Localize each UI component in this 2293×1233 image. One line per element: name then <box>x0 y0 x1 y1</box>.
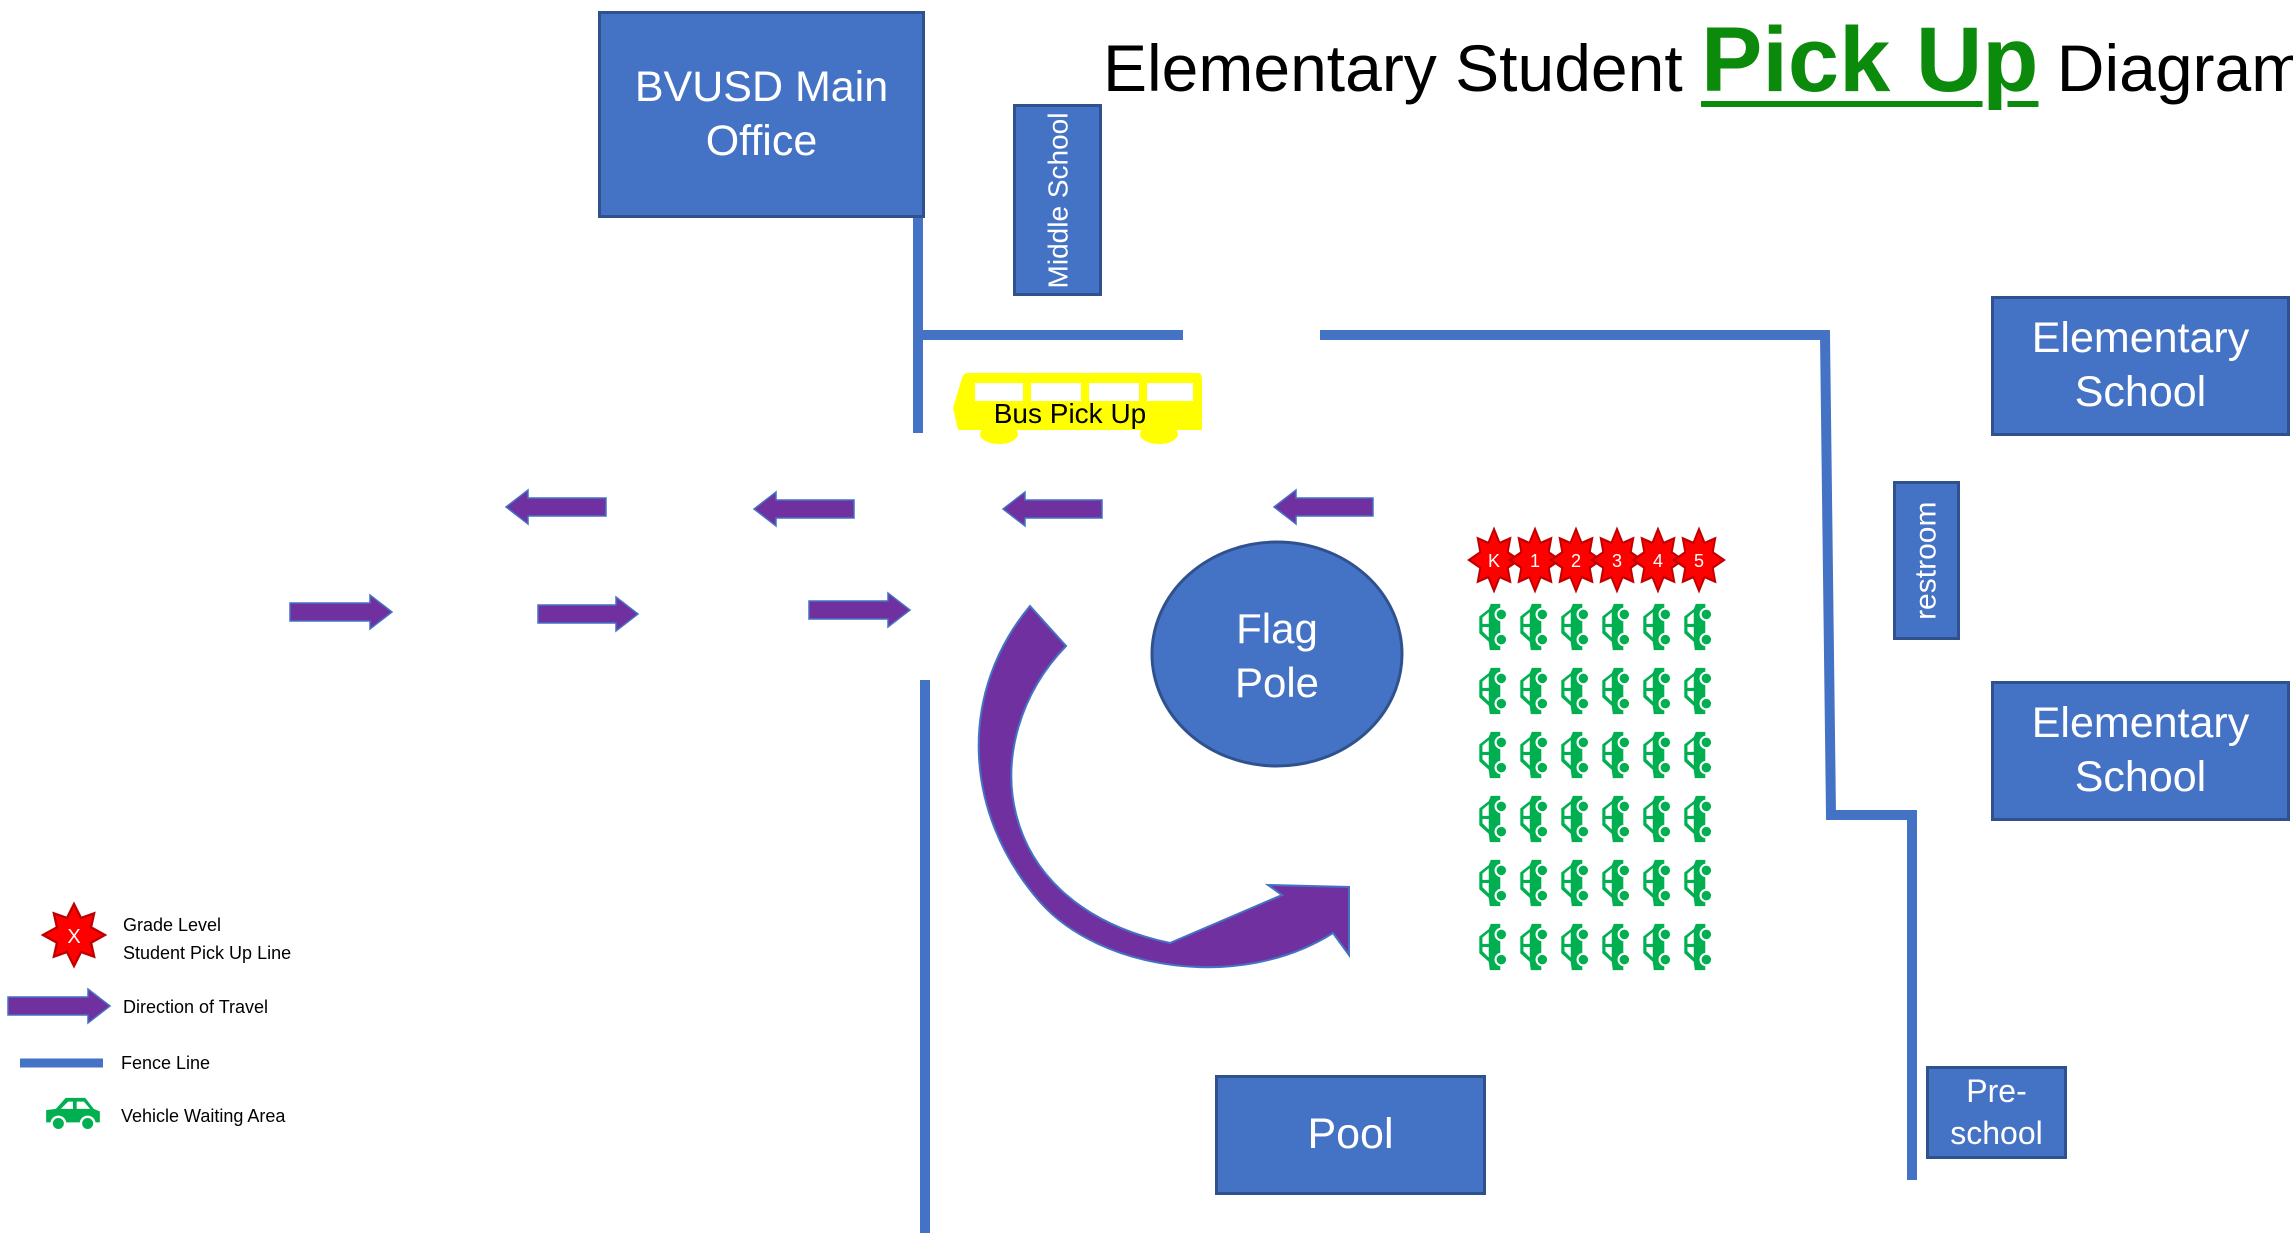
preschool-building: Pre-school <box>1926 1066 2067 1159</box>
legend-direction-text: Direction of Travel <box>123 997 269 1017</box>
vehicle-icon <box>1478 794 1509 844</box>
arrow-east-3 <box>808 591 912 629</box>
vehicle-icon <box>1683 922 1714 972</box>
title-suffix: Diagram <box>2038 31 2293 105</box>
vehicle-waiting-area <box>1478 602 1714 972</box>
legend-grade-line2: Student Pick Up Line <box>123 942 292 963</box>
bus-label: Bus Pick Up <box>994 398 1147 429</box>
legend-grade-line1: Grade Level <box>123 915 222 935</box>
main-office-label: BVUSD Main Office <box>634 62 889 165</box>
turn-arrow <box>977 604 1350 969</box>
vehicle-icon <box>1601 922 1632 972</box>
vehicle-icon <box>1478 602 1509 652</box>
vehicle-icon <box>1683 602 1714 652</box>
vehicle-icon <box>1601 730 1632 780</box>
grade-marker-label-4: 4 <box>1653 551 1663 571</box>
arrow-west-2 <box>1001 490 1103 528</box>
legend-grade-level-text: Grade Level Student Pick Up Line <box>123 912 291 968</box>
vehicle-icon <box>1478 730 1509 780</box>
elementary-school-label-1: Elementary School <box>2031 314 2250 416</box>
vehicle-icon <box>1683 666 1714 716</box>
arrow-east-2 <box>537 595 640 633</box>
arrow-east-1 <box>289 593 394 631</box>
vehicle-icon <box>1519 922 1550 972</box>
legend-vehicle-text: Vehicle Waiting Area <box>121 1106 286 1126</box>
vehicle-icon <box>1560 602 1591 652</box>
preschool-label: Pre-school <box>1950 1072 2043 1151</box>
vehicle-icon <box>1642 730 1673 780</box>
arrow-west-4 <box>504 488 607 526</box>
vehicle-icon <box>1560 794 1591 844</box>
legend-direction-arrow-icon <box>7 987 112 1025</box>
flag-pole-label-line2: Pole <box>1235 659 1319 706</box>
vehicle-icon <box>1478 666 1509 716</box>
direction-arrows-eastbound <box>289 591 912 633</box>
vehicle-icon <box>1519 666 1550 716</box>
pool-building: Pool <box>1215 1075 1486 1195</box>
fence-top-right <box>1320 330 1917 1180</box>
vehicle-icon <box>1642 602 1673 652</box>
vehicle-icon <box>1560 922 1591 972</box>
restroom-building: restroom <box>1893 481 1960 640</box>
direction-arrows-westbound <box>504 488 1374 528</box>
vehicle-icon <box>1601 858 1632 908</box>
arrow-west-3 <box>752 490 855 528</box>
vehicle-icon <box>1642 922 1673 972</box>
vehicle-icon <box>1519 602 1550 652</box>
diagram-title: Elementary Student Pick Up Diagram <box>1103 8 2293 113</box>
vehicle-icon <box>1478 858 1509 908</box>
vehicle-icon <box>1560 730 1591 780</box>
vehicle-icon <box>1519 730 1550 780</box>
fence-lines <box>913 218 1917 1233</box>
pool-label: Pool <box>1307 1110 1394 1159</box>
title-prefix: Elementary Student <box>1103 31 1701 105</box>
flag-pole-label-line1: Flag <box>1236 605 1318 652</box>
vehicle-icon <box>1519 794 1550 844</box>
grade-marker-label-3: 3 <box>1612 551 1622 571</box>
vehicle-icon <box>1683 730 1714 780</box>
elementary-school-label-2: Elementary School <box>2031 699 2250 801</box>
legend-fence-text: Fence Line <box>121 1053 211 1073</box>
vehicle-icon <box>1683 858 1714 908</box>
arrow-west-1 <box>1272 488 1374 526</box>
elementary-school-building-1: Elementary School <box>1991 296 2290 436</box>
legend-icons: X <box>7 902 112 1132</box>
vehicle-icon <box>1601 794 1632 844</box>
vehicle-icon <box>1642 858 1673 908</box>
vehicle-icon <box>1478 922 1509 972</box>
bus-icon <box>953 373 1202 444</box>
vehicle-icon <box>1560 858 1591 908</box>
grade-marker-label-1: 1 <box>1530 551 1540 571</box>
vehicle-icon <box>1560 666 1591 716</box>
main-office-building: BVUSD Main Office <box>598 11 925 218</box>
vehicle-icon <box>1519 858 1550 908</box>
grade-marker-label-5: 5 <box>1694 551 1704 571</box>
grade-marker-label-K: K <box>1488 551 1500 571</box>
legend-vehicle-icon <box>44 1096 102 1132</box>
grade-level-markers: K 1 2 3 4 5 <box>1467 527 1726 593</box>
vehicle-icon <box>1683 794 1714 844</box>
vehicle-icon <box>1601 666 1632 716</box>
middle-school-building: Middle School <box>1013 104 1102 296</box>
vehicle-icon <box>1601 602 1632 652</box>
title-highlight: Pick Up <box>1701 9 2039 111</box>
grade-marker-label-2: 2 <box>1571 551 1581 571</box>
vehicle-icon <box>1642 666 1673 716</box>
vehicle-icon <box>1642 794 1673 844</box>
legend-grade-marker-letter: X <box>67 926 80 948</box>
elementary-school-building-2: Elementary School <box>1991 681 2290 821</box>
flag-pole-circle <box>1150 540 1404 768</box>
